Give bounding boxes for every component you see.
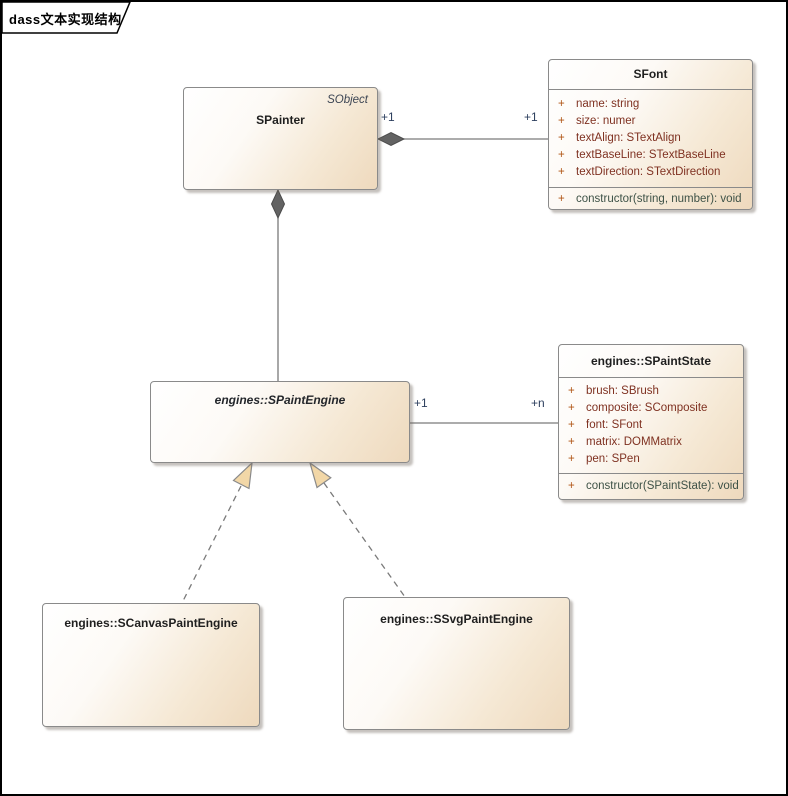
visibility-marker: +	[568, 480, 575, 492]
visibility-marker: +	[558, 149, 565, 161]
multiplicity-painter-font-source: +1	[381, 110, 395, 124]
visibility-marker: +	[568, 453, 575, 465]
operations-compartment: + constructor(string, number): void	[549, 188, 752, 208]
visibility-marker: +	[568, 419, 575, 431]
attribute-text: name: string	[576, 98, 640, 110]
stereotype-label: SObject	[327, 94, 368, 106]
operation-text: constructor(string, number): void	[576, 193, 742, 205]
attribute-row: + size: numer	[549, 113, 752, 130]
class-name: engines::SPaintState	[590, 354, 712, 368]
attribute-text: brush: SBrush	[586, 385, 659, 397]
operations-compartment: + constructor(SPaintState): void	[559, 474, 743, 495]
compartment-divider	[559, 377, 743, 378]
attribute-text: matrix: DOMMatrix	[586, 436, 682, 448]
diagram-title: dass文本实现结构	[9, 12, 122, 27]
multiplicity-engine-state-target: +n	[531, 396, 545, 410]
attribute-row: + textBaseLine: STextBaseLine	[549, 147, 752, 164]
visibility-marker: +	[568, 402, 575, 414]
visibility-marker: +	[558, 132, 565, 144]
attribute-text: size: numer	[576, 115, 636, 127]
class-box-sfont[interactable]: SFont + name: string + size: numer + tex…	[548, 59, 753, 210]
visibility-marker: +	[568, 385, 575, 397]
multiplicity-painter-font-target: +1	[524, 110, 538, 124]
visibility-marker: +	[558, 115, 565, 127]
attribute-row: + pen: SPen	[559, 451, 743, 468]
attribute-row: + composite: SComposite	[559, 400, 743, 417]
visibility-marker: +	[558, 193, 565, 205]
class-box-spainter[interactable]: SObject SPainter	[183, 87, 378, 190]
composition-diamond-icon	[376, 131, 406, 147]
class-box-spaintstate[interactable]: engines::SPaintState + brush: SBrush + c…	[558, 344, 744, 500]
attribute-row: + textAlign: STextAlign	[549, 130, 752, 147]
attribute-row: + font: SFont	[559, 417, 743, 434]
composition-diamond-icon	[270, 188, 286, 220]
visibility-marker: +	[558, 166, 565, 178]
class-box-ssvgpaintengine[interactable]: engines::SSvgPaintEngine	[343, 597, 570, 730]
operation-row: + constructor(SPaintState): void	[559, 478, 743, 495]
attribute-text: textBaseLine: STextBaseLine	[576, 149, 726, 161]
attribute-row: + matrix: DOMMatrix	[559, 434, 743, 451]
attribute-text: font: SFont	[586, 419, 643, 431]
class-name: SPainter	[256, 113, 305, 127]
operation-row: + constructor(string, number): void	[549, 191, 752, 208]
class-box-spaintengine[interactable]: engines::SPaintEngine	[150, 381, 410, 463]
compartment-divider	[549, 89, 752, 90]
attributes-compartment: + name: string + size: numer + textAlign…	[549, 90, 752, 187]
inheritance-triangle-icon	[232, 461, 253, 490]
class-name: SFont	[633, 67, 668, 81]
attribute-text: pen: SPen	[586, 453, 640, 465]
multiplicity-engine-state-source: +1	[414, 396, 428, 410]
class-name: engines::SSvgPaintEngine	[380, 612, 533, 626]
attribute-row: + brush: SBrush	[559, 383, 743, 400]
class-name: engines::SCanvasPaintEngine	[64, 616, 238, 630]
compartment-divider	[549, 187, 752, 188]
attribute-row: + textDirection: STextDirection	[549, 164, 752, 181]
attribute-text: textDirection: STextDirection	[576, 166, 721, 178]
connector-generalization-canvas	[182, 461, 253, 602]
attribute-row: + name: string	[549, 96, 752, 113]
connector-composition-painter-engine	[270, 188, 286, 381]
class-box-scanvaspaintengine[interactable]: engines::SCanvasPaintEngine	[42, 603, 260, 727]
attributes-compartment: + brush: SBrush + composite: SComposite …	[559, 378, 743, 473]
visibility-marker: +	[568, 436, 575, 448]
operation-text: constructor(SPaintState): void	[586, 480, 739, 492]
class-name: engines::SPaintEngine	[214, 393, 346, 407]
attribute-text: textAlign: STextAlign	[576, 132, 681, 144]
compartment-divider	[559, 473, 743, 474]
connector-generalization-svg	[308, 461, 406, 598]
inheritance-triangle-icon	[308, 461, 332, 489]
attribute-text: composite: SComposite	[586, 402, 708, 414]
connector-composition-painter-font	[376, 131, 548, 147]
visibility-marker: +	[558, 98, 565, 110]
